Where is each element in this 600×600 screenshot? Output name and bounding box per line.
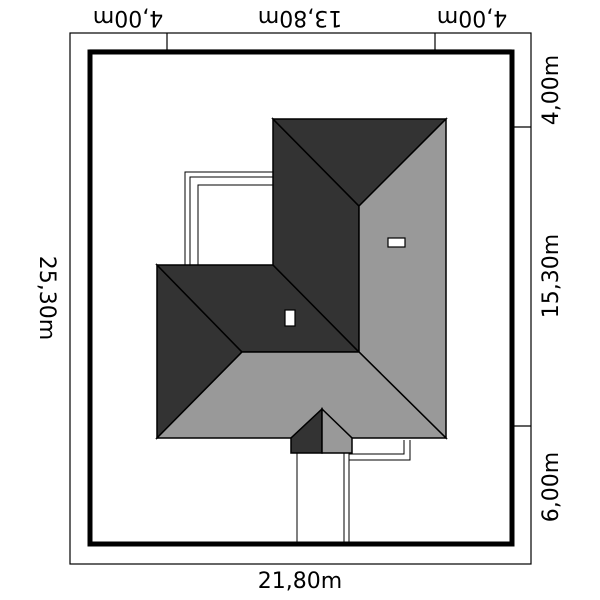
dimension-right-middle: 15,30m	[539, 234, 564, 318]
dimension-right-bottom: 6,00m	[539, 452, 564, 522]
dimension-top-right: 4,00m	[437, 5, 507, 30]
dimension-right-top: 4,00m	[539, 55, 564, 125]
terrace-outline	[184, 171, 273, 268]
outer-frame	[69, 32, 532, 565]
entrance-path	[296, 440, 411, 543]
plot-boundary	[87, 49, 515, 547]
roof	[155, 117, 448, 454]
dimension-left: 25,30m	[34, 256, 59, 340]
dimension-top-left: 4,00m	[93, 5, 163, 30]
dimension-top-center: 13,80m	[258, 5, 342, 30]
chimney-right	[387, 237, 406, 248]
dormer-right	[321, 407, 353, 454]
dimension-bottom: 21,80m	[258, 569, 342, 594]
chimney-left	[284, 309, 296, 327]
